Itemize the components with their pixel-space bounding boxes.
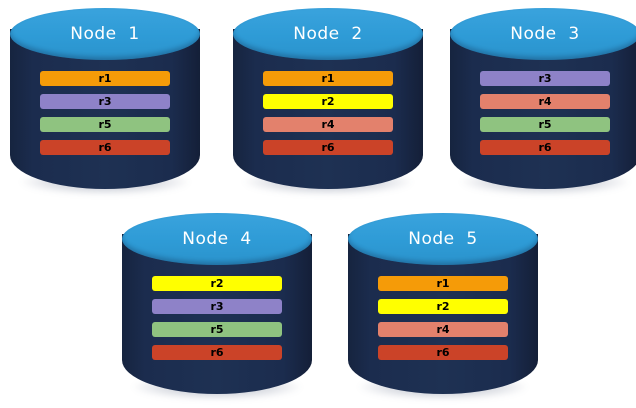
replica-bar-r6[interactable]: r6 [480,140,610,155]
node-cylinder-top [122,213,312,265]
replica-bar-r6[interactable]: r6 [40,140,170,155]
node-cylinder-top [233,8,423,60]
replica-list: r2 r3 r5 r6 [152,276,282,360]
replica-list: r1 r2 r4 r6 [263,71,393,155]
replica-bar-r3[interactable]: r3 [480,71,610,86]
node-cylinder-top [10,8,200,60]
replica-bar-r2[interactable]: r2 [263,94,393,109]
replica-bar-r6[interactable]: r6 [378,345,508,360]
replica-list: r1 r2 r4 r6 [378,276,508,360]
replica-bar-r2[interactable]: r2 [378,299,508,314]
replica-bar-r1[interactable]: r1 [40,71,170,86]
replica-bar-r3[interactable]: r3 [40,94,170,109]
replica-list: r1 r3 r5 r6 [40,71,170,155]
replica-bar-r1[interactable]: r1 [378,276,508,291]
replica-bar-r4[interactable]: r4 [378,322,508,337]
replica-bar-r6[interactable]: r6 [263,140,393,155]
replica-bar-r2[interactable]: r2 [152,276,282,291]
replica-bar-r6[interactable]: r6 [152,345,282,360]
replica-bar-r3[interactable]: r3 [152,299,282,314]
replica-list: r3 r4 r5 r6 [480,71,610,155]
replica-bar-r5[interactable]: r5 [40,117,170,132]
node-cylinder-top [450,8,636,60]
replica-bar-r5[interactable]: r5 [152,322,282,337]
node-cylinder-top [348,213,538,265]
replica-bar-r4[interactable]: r4 [480,94,610,109]
replica-bar-r5[interactable]: r5 [480,117,610,132]
replica-bar-r1[interactable]: r1 [263,71,393,86]
replica-bar-r4[interactable]: r4 [263,117,393,132]
